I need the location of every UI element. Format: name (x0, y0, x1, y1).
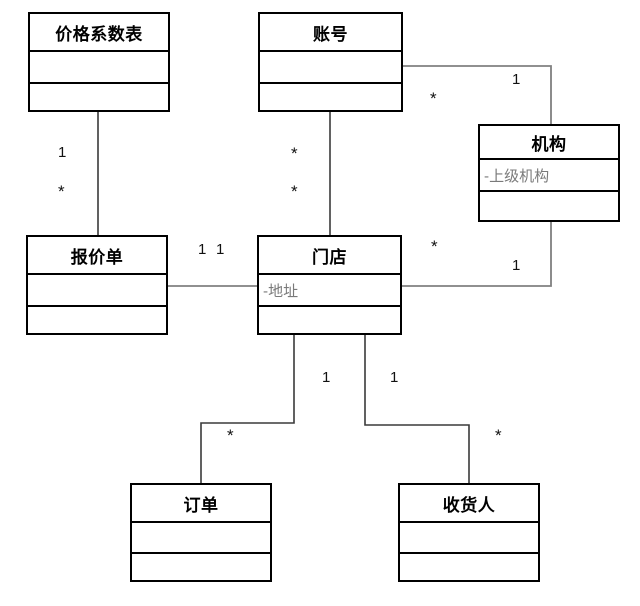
class-operations-organization (480, 192, 618, 220)
association-store-to-consignee (364, 334, 470, 484)
multiplicity-label-m-price-star: * (58, 182, 65, 201)
multiplicity-label-m-consign-one: 1 (390, 369, 399, 386)
class-box-price-coefficient-table[interactable]: 价格系数表 (28, 12, 170, 112)
class-operations-store (259, 307, 400, 333)
multiplicity-label-m-quote-one-b: 1 (216, 241, 225, 258)
association-store-to-order (200, 334, 295, 484)
class-box-store[interactable]: 门店-地址 (257, 235, 402, 335)
class-attributes-consignee (400, 523, 538, 554)
class-attributes-account (260, 52, 401, 84)
class-attributes-order (132, 523, 270, 554)
edges-group (97, 65, 552, 484)
multiplicity-label-m-org-top-star: * (430, 89, 437, 108)
class-attributes-store: -地址 (259, 275, 400, 307)
class-box-order[interactable]: 订单 (130, 483, 272, 582)
association-account-to-organization (402, 65, 552, 125)
class-attributes-organization: -上级机构 (480, 160, 618, 192)
class-operations-price-coefficient-table (30, 84, 168, 110)
class-name-quotation: 报价单 (28, 237, 166, 275)
class-attributes-quotation (28, 275, 166, 307)
class-name-organization: 机构 (480, 126, 618, 160)
multiplicity-label-m-consign-star: * (495, 426, 502, 445)
multiplicity-label-m-org-top-one: 1 (512, 71, 521, 88)
class-operations-quotation (28, 307, 166, 333)
class-operations-order (132, 554, 270, 580)
multiplicity-label-m-price-1: 1 (58, 144, 67, 161)
class-operations-consignee (400, 554, 538, 580)
multiplicity-label-m-order-star: * (227, 426, 234, 445)
multiplicity-label-m-account-star2: * (291, 182, 298, 201)
class-attributes-price-coefficient-table (30, 52, 168, 84)
class-name-store: 门店 (259, 237, 400, 275)
class-box-consignee[interactable]: 收货人 (398, 483, 540, 582)
class-box-quotation[interactable]: 报价单 (26, 235, 168, 335)
class-operations-account (260, 84, 401, 110)
class-name-account: 账号 (260, 14, 401, 52)
class-box-account[interactable]: 账号 (258, 12, 403, 112)
multiplicity-label-m-org-bot-one: 1 (512, 257, 521, 274)
multiplicity-label-m-account-star1: * (291, 144, 298, 163)
class-name-price-coefficient-table: 价格系数表 (30, 14, 168, 52)
multiplicity-label-m-quote-one-a: 1 (198, 241, 207, 258)
multiplicity-label-m-order-one: 1 (322, 369, 331, 386)
class-name-consignee: 收货人 (400, 485, 538, 523)
class-name-order: 订单 (132, 485, 270, 523)
multiplicity-label-m-org-bot-star: * (431, 237, 438, 256)
class-box-organization[interactable]: 机构-上级机构 (478, 124, 620, 222)
association-store-to-organization (401, 221, 552, 287)
